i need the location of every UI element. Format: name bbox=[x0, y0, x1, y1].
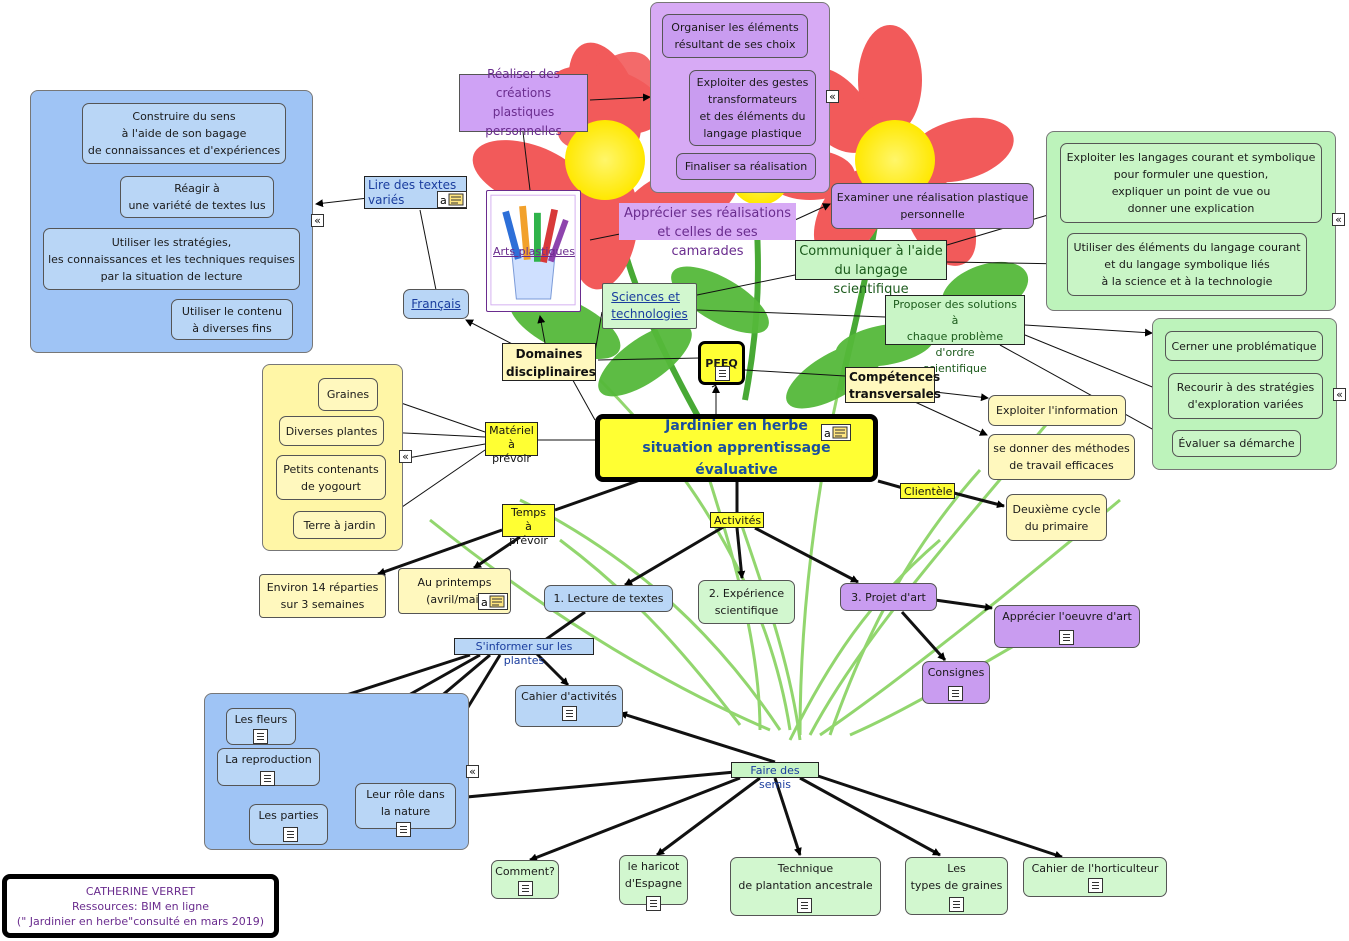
francais-item-contenu[interactable]: Utiliser le contenu à diverses fins bbox=[171, 299, 293, 340]
clientele-node[interactable]: Clientèle bbox=[900, 483, 955, 499]
proposer-item-recourir[interactable]: Recourir à des stratégies d'exploration … bbox=[1168, 373, 1323, 419]
attached-note-icon[interactable]: a bbox=[437, 191, 467, 208]
note-icon[interactable] bbox=[1059, 630, 1074, 645]
note-icon[interactable] bbox=[562, 706, 577, 721]
arts-plastiques-label[interactable]: Arts plastiques bbox=[493, 245, 575, 258]
apprecier-oeuvre-label[interactable]: Apprécier l'oeuvre d'art bbox=[1002, 610, 1132, 623]
plante-item-parties-label[interactable]: Les parties bbox=[258, 809, 319, 822]
materiel-item-graines[interactable]: Graines bbox=[318, 378, 378, 411]
attached-note-icon[interactable]: a bbox=[478, 593, 508, 610]
proposer-item-evaluer[interactable]: Évaluer sa démarche bbox=[1172, 430, 1301, 457]
arts-plastiques-node[interactable]: Arts plastiques bbox=[486, 190, 581, 312]
materiel-item-contenants[interactable]: Petits contenants de yogourt bbox=[276, 455, 386, 500]
competences-transversales-node[interactable]: Compétences transversales bbox=[845, 367, 941, 403]
semis-item-comment-label[interactable]: Comment? bbox=[495, 865, 555, 878]
competence-item-methodes[interactable]: se donner des méthodes de travail effica… bbox=[988, 434, 1135, 480]
semis-item-types-graines-label[interactable]: Les types de graines bbox=[910, 862, 1003, 892]
pfeq-node[interactable]: PFEQ bbox=[698, 341, 745, 385]
francais-item-construire[interactable]: Construire du sens à l'aide de son bagag… bbox=[82, 103, 286, 164]
materiel-node[interactable]: Matériel à prévoir bbox=[485, 422, 538, 465]
note-icon[interactable] bbox=[797, 898, 812, 913]
note-icon[interactable] bbox=[396, 822, 411, 837]
semis-item-types-graines[interactable]: Les types de graines bbox=[905, 857, 1008, 915]
proposer-solutions-node[interactable]: Proposer des solutions à chaque problème… bbox=[885, 295, 1025, 375]
temps-item-duree[interactable]: Environ 14 réparties sur 3 semaines bbox=[259, 574, 386, 618]
cahier-activites-label[interactable]: Cahier d'activités bbox=[521, 690, 617, 703]
clientele-item[interactable]: Deuxième cycle du primaire bbox=[1006, 494, 1107, 541]
domaines-disciplinaires-node[interactable]: Domaines disciplinaires bbox=[502, 343, 596, 381]
examiner-realisation-node[interactable]: Examiner une réalisation plastique perso… bbox=[831, 183, 1034, 229]
note-icon[interactable] bbox=[260, 771, 275, 786]
activity-projet-art[interactable]: 3. Projet d'art bbox=[840, 583, 937, 611]
sinformer-plantes-node[interactable]: S'informer sur les plantes bbox=[454, 638, 594, 667]
arts-item-organiser[interactable]: Organiser les éléments résultant de ses … bbox=[662, 14, 808, 58]
collapse-chevron-icon[interactable]: « bbox=[1332, 213, 1345, 226]
note-icon[interactable] bbox=[949, 897, 964, 912]
art-pencils-icon bbox=[490, 194, 576, 306]
svg-text:a: a bbox=[824, 427, 831, 440]
francais-node[interactable]: Français bbox=[403, 289, 469, 319]
collapse-chevron-icon[interactable]: « bbox=[466, 765, 479, 778]
note-icon[interactable] bbox=[518, 881, 533, 896]
svg-text:a: a bbox=[440, 194, 447, 207]
arts-item-exploiter-gestes[interactable]: Exploiter des gestes transformateurs et … bbox=[689, 70, 816, 146]
temps-node[interactable]: Temps à prévoir bbox=[502, 504, 555, 547]
attached-note-icon[interactable]: a bbox=[821, 424, 851, 441]
francais-item-strategies[interactable]: Utiliser les stratégies, les connaissanc… bbox=[43, 228, 300, 290]
central-subtitle[interactable]: situation apprentissage évaluative bbox=[642, 440, 831, 478]
plante-item-reproduction-label[interactable]: La reproduction bbox=[225, 753, 312, 766]
francais-item-reagir[interactable]: Réagir à une variété de textes lus bbox=[120, 176, 274, 218]
note-icon[interactable] bbox=[646, 896, 661, 911]
collapse-chevron-icon[interactable]: « bbox=[311, 214, 324, 227]
activity-experience[interactable]: 2. Expérience scientifique bbox=[698, 580, 795, 624]
semis-item-technique-label[interactable]: Technique de plantation ancestrale bbox=[738, 862, 873, 892]
activites-node[interactable]: Activités bbox=[710, 512, 764, 528]
credits-box: CATHERINE VERRET Ressources: BIM en lign… bbox=[2, 874, 279, 938]
collapse-chevron-icon[interactable]: « bbox=[399, 450, 412, 463]
faire-semis-node[interactable]: Faire des semis bbox=[731, 762, 819, 791]
realiser-creations-node[interactable]: Réaliser des créations plastiques person… bbox=[459, 67, 588, 138]
arts-item-finaliser[interactable]: Finaliser sa réalisation bbox=[676, 153, 816, 180]
apprecier-realisations-node[interactable]: Apprécier ses réalisations et celles de … bbox=[619, 203, 796, 259]
semis-item-haricot-label[interactable]: le haricot d'Espagne bbox=[624, 860, 683, 890]
note-icon[interactable] bbox=[253, 729, 268, 744]
note-icon[interactable] bbox=[283, 827, 298, 842]
semis-item-comment[interactable]: Comment? bbox=[491, 860, 559, 899]
plante-item-role-label[interactable]: Leur rôle dans la nature bbox=[366, 788, 445, 818]
sciences-node[interactable]: Sciences et technologies bbox=[602, 283, 697, 329]
activity-lecture[interactable]: 1. Lecture de textes bbox=[544, 585, 673, 612]
note-icon[interactable] bbox=[715, 366, 730, 381]
semis-item-haricot[interactable]: le haricot d'Espagne bbox=[619, 855, 688, 905]
materiel-item-plantes[interactable]: Diverses plantes bbox=[279, 416, 384, 446]
communiquer-item-utiliser[interactable]: Utiliser des éléments du langage courant… bbox=[1067, 233, 1307, 296]
communiquer-node[interactable]: Communiquer à l'aide du langage scientif… bbox=[795, 240, 947, 297]
central-title[interactable]: Jardinier en herbe bbox=[665, 418, 808, 434]
temps-item-saison[interactable]: Au printemps (avril/mai) bbox=[398, 568, 511, 614]
consignes-label[interactable]: Consignes bbox=[927, 666, 985, 679]
credits-source: Ressources: BIM en ligne bbox=[72, 899, 209, 913]
semis-item-technique[interactable]: Technique de plantation ancestrale bbox=[730, 857, 881, 916]
collapse-chevron-icon[interactable]: « bbox=[826, 90, 839, 103]
collapse-chevron-icon[interactable]: « bbox=[1333, 388, 1346, 401]
materiel-item-terre[interactable]: Terre à jardin bbox=[293, 511, 386, 539]
note-icon[interactable] bbox=[948, 686, 963, 701]
plante-item-fleurs-label[interactable]: Les fleurs bbox=[234, 713, 288, 726]
svg-text:a: a bbox=[481, 596, 488, 609]
proposer-item-cerner[interactable]: Cerner une problématique bbox=[1165, 331, 1323, 361]
semis-item-cahier-horticulteur-label[interactable]: Cahier de l'horticulteur bbox=[1031, 862, 1159, 875]
credits-author: CATHERINE VERRET bbox=[85, 884, 196, 898]
competence-item-exploiter[interactable]: Exploiter l'information bbox=[988, 395, 1126, 426]
credits-reference: (" Jardinier en herbe"consulté en mars 2… bbox=[16, 914, 265, 928]
communiquer-item-exploiter[interactable]: Exploiter les langages courant et symbol… bbox=[1060, 143, 1322, 223]
note-icon[interactable] bbox=[1088, 878, 1103, 893]
apprecier-oeuvre-node[interactable]: Apprécier l'oeuvre d'art bbox=[994, 605, 1140, 648]
